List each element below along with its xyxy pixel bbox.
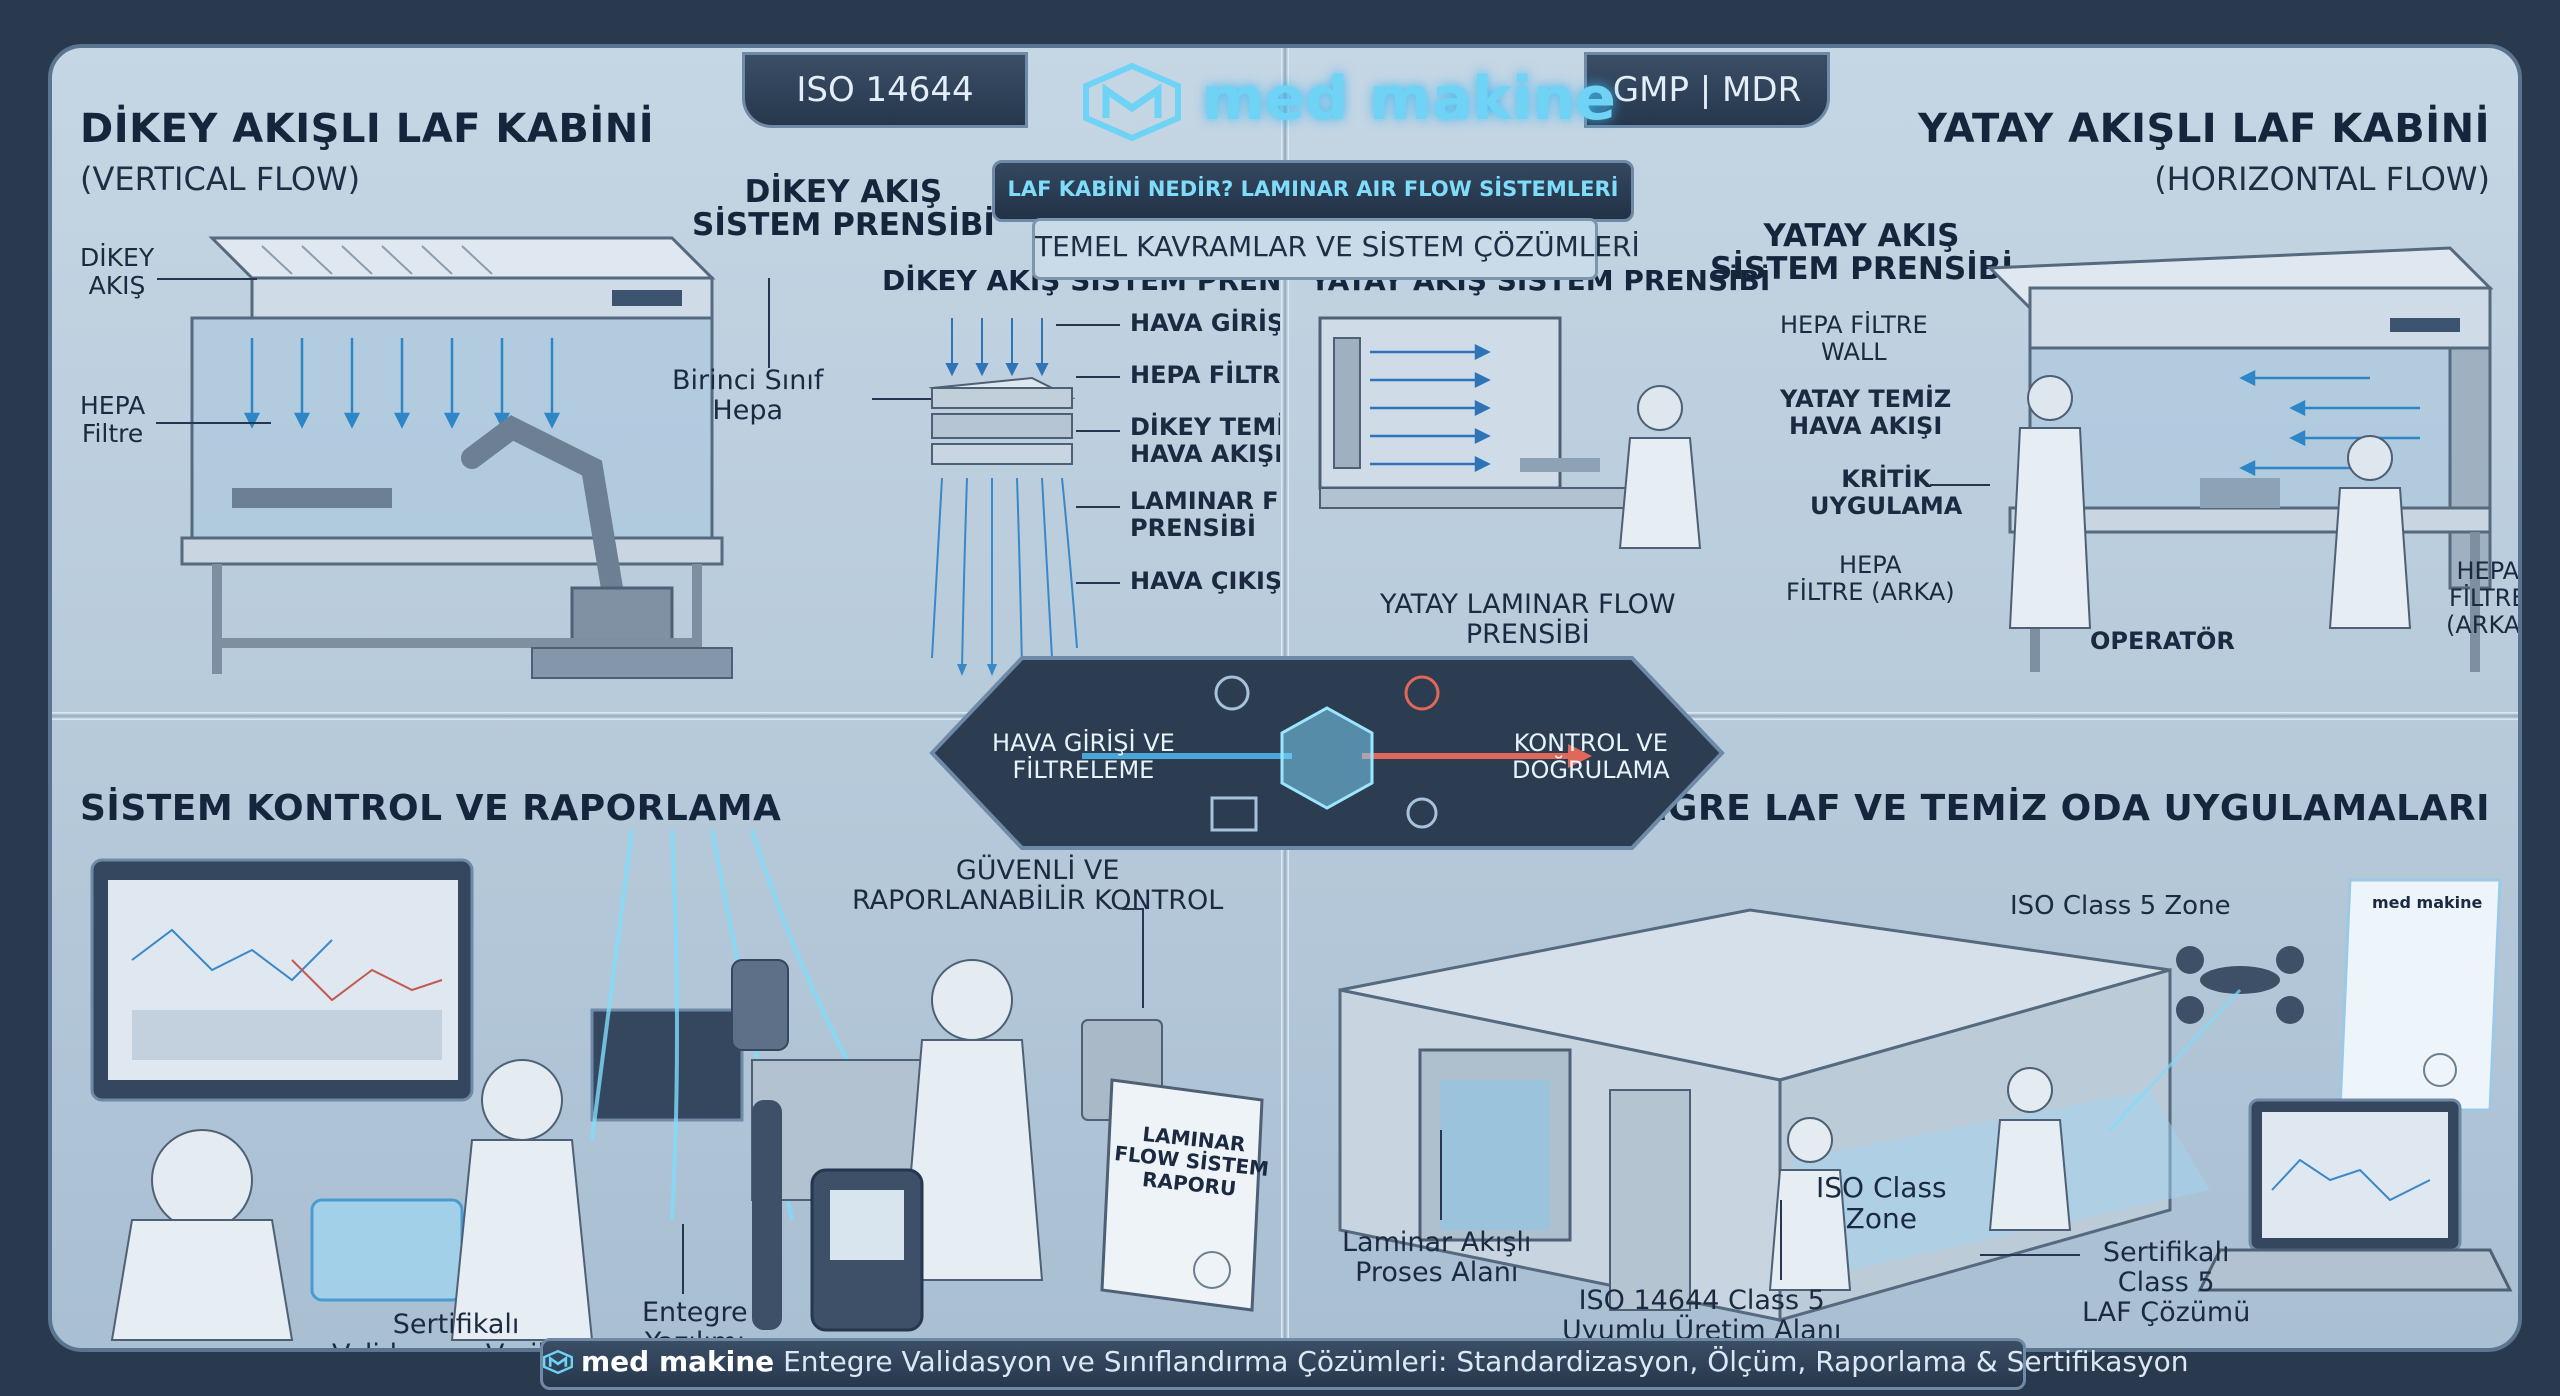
logo-icon xyxy=(1083,62,1181,142)
center-hub: HAVA GİRİŞİ VE FİLTRELEME KONTROL VE DOĞ… xyxy=(929,648,1725,858)
brand-logo: med makine xyxy=(1082,58,1616,146)
vertical-principle-heading: DİKEY AKIŞ SİSTEM PRENSİBİ xyxy=(692,174,995,244)
label-iso-class-zone: ISO Class Zone xyxy=(1816,1171,1947,1236)
badge-iso-14644: ISO 14644 xyxy=(742,52,1028,128)
hub-background xyxy=(929,656,1725,850)
label-vertical-flow: DİKEY AKIŞ xyxy=(80,243,155,300)
leader-line xyxy=(872,398,932,400)
control-title: SİSTEM KONTROL VE RAPORLAMA xyxy=(80,788,782,829)
leader-line xyxy=(1930,484,1990,486)
diagram-label: DİKEY TEMİZ HAVA AKIŞI xyxy=(1130,413,1280,468)
header-center: med makine LAF KABİNİ NEDİR? LAMINAR AIR… xyxy=(992,48,1634,238)
label-process-area: Laminar Akışlı Proses Alanı xyxy=(1342,1227,1532,1289)
horizontal-label-critical: KRİTİK UYGULAMA xyxy=(1810,465,1963,520)
vertical-cabinet-illustration xyxy=(180,236,733,679)
horizontal-label-hepa-rear: HEPA FİLTRE (ARKA) xyxy=(1786,551,1955,606)
leader-line xyxy=(1780,1200,1782,1280)
vertical-flow-section: DİKEY AKIŞLI LAF KABİNİ (VERTICAL FLOW) xyxy=(52,48,1280,712)
certificate-brand: med makine xyxy=(2372,893,2483,912)
horizontal-diagram-caption: YATAY LAMINAR FLOW PRENSİBİ xyxy=(1380,589,1676,651)
leader-line xyxy=(1076,430,1120,432)
leader-line xyxy=(1076,506,1120,508)
horizontal-title: YATAY AKIŞLI LAF KABİNİ xyxy=(1917,106,2490,152)
hub-label-control: KONTROL VE DOĞRULAMA xyxy=(1512,730,1670,784)
integrated-section: ENTEGRE LAF VE TEMİZ ODA UYGULAMALARI xyxy=(1290,720,2518,1348)
footer-brand: med makine xyxy=(581,1345,775,1378)
hub-label-air-intake: HAVA GİRİŞİ VE FİLTRELEME xyxy=(992,730,1175,784)
vertical-flow-diagram xyxy=(928,318,1078,676)
hub-left-text: HAVA GİRİŞİ VE FİLTRELEME xyxy=(992,729,1175,784)
label-certified-laf: Sertifikalı Class 5 LAF Çözümü xyxy=(2082,1237,2251,1329)
certificate-scroll xyxy=(2338,878,2502,1112)
hub-right-text: KONTROL VE DOĞRULAMA xyxy=(1512,729,1670,784)
diagram-label: HAVA ÇIKIŞI xyxy=(1130,567,1280,595)
infographic-frame: DİKEY AKIŞLI LAF KABİNİ (VERTICAL FLOW) xyxy=(48,44,2522,1352)
badge-gmp-mdr: GMP | MDR xyxy=(1584,52,1830,128)
horizontal-label-hepa-right: HEPA FİLTRE (ARKA) xyxy=(2446,557,2518,639)
leader-line xyxy=(1980,1254,2080,1256)
vertical-subtitle: (VERTICAL FLOW) xyxy=(80,160,361,198)
header-subtitle: TEMEL KAVRAMLAR VE SİSTEM ÇÖZÜMLERİ xyxy=(1032,218,1640,280)
leader-line xyxy=(1122,908,1142,910)
horizontal-subtitle: (HORIZONTAL FLOW) xyxy=(2154,160,2490,198)
control-section: SİSTEM KONTROL VE RAPORLAMA xyxy=(52,720,1280,1348)
label-iso-class5-zone: ISO Class 5 Zone xyxy=(2010,891,2231,921)
label-first-class-hepa: Birinci Sınıf Hepa xyxy=(672,365,824,427)
horizontal-label-hepa-wall: HEPA FİLTRE WALL xyxy=(1780,311,1928,366)
horizontal-principle-heading: YATAY AKIŞ SİSTEM PRENSİBİ xyxy=(1710,218,2013,288)
integrated-title: ENTEGRE LAF VE TEMİZ ODA UYGULAMALARI xyxy=(1561,788,2490,829)
footer-text: Entegre Validasyon ve Sınıflandırma Çözü… xyxy=(783,1345,2189,1378)
horizontal-flow-section: YATAY AKIŞLI LAF KABİNİ (HORIZONTAL FLOW… xyxy=(1290,48,2518,712)
horizontal-label-operator: OPERATÖR xyxy=(2090,627,2235,655)
leader-line xyxy=(1076,376,1120,378)
leader-line xyxy=(156,422,271,424)
footer-logo-icon xyxy=(543,1347,573,1377)
laptop-illustration xyxy=(2197,1098,2513,1292)
control-label-cert-data: Sertifikalı Validasyon Verileri xyxy=(332,1309,580,1348)
control-scene-illustration xyxy=(90,829,1163,1341)
leader-line xyxy=(1440,1130,1442,1220)
horizontal-cabinet-illustration xyxy=(1986,246,2494,672)
diagram-label: HEPA FİLTRE xyxy=(1130,361,1280,389)
brand-name: med makine xyxy=(1202,64,1616,134)
leader-line xyxy=(768,278,770,368)
leader-line xyxy=(1142,908,1144,1008)
header-tagline: LAF KABİNİ NEDİR? LAMINAR AIR FLOW SİSTE… xyxy=(992,160,1634,222)
leader-line xyxy=(1076,582,1120,584)
label-hepa-filter: HEPA Filtre xyxy=(80,391,146,448)
cleanroom-illustration xyxy=(1338,908,2304,1322)
horizontal-flow-diagram xyxy=(1318,316,1702,549)
control-label-secure: GÜVENLİ VE RAPORLANABİLİR KONTROL xyxy=(852,855,1224,917)
leader-line xyxy=(682,1224,684,1294)
leader-line xyxy=(1056,324,1120,326)
vertical-title: DİKEY AKIŞLI LAF KABİNİ xyxy=(80,106,655,152)
horizontal-label-clean-airflow: YATAY TEMİZ HAVA AKIŞI xyxy=(1780,385,1952,440)
diagram-label: HAVA GİRİŞİ xyxy=(1130,309,1280,337)
report-document xyxy=(1100,1078,1264,1312)
leader-line xyxy=(157,278,257,280)
footer-banner: med makine Entegre Validasyon ve Sınıfla… xyxy=(540,1338,2188,1390)
diagram-label: LAMINAR FLOW PRENSİBİ xyxy=(1130,487,1280,542)
